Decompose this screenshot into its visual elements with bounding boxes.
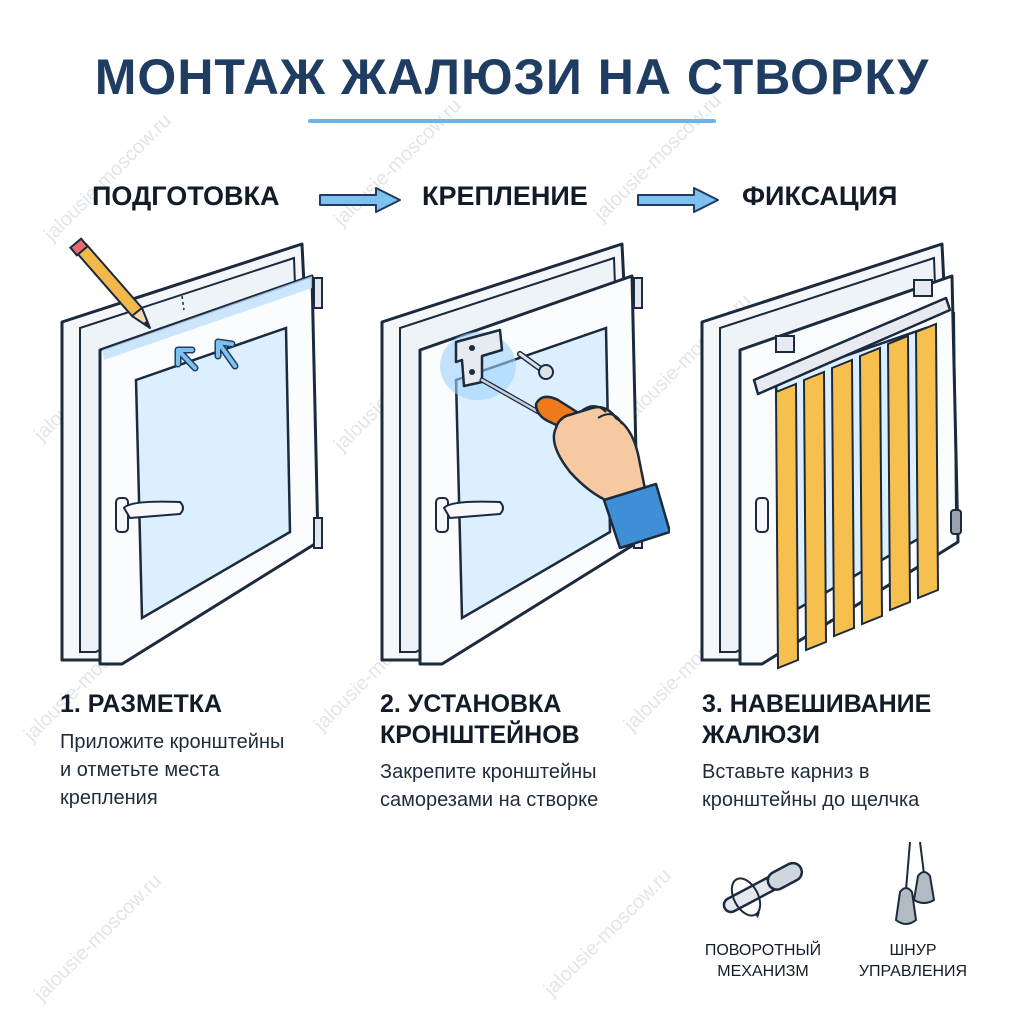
step2-text: Закрепите кронштейны саморезами на створ… <box>380 758 670 814</box>
step3-text-line: Вставьте карниз в <box>702 761 870 783</box>
window-handle-icon <box>115 497 184 533</box>
vertical-blind-slat-icon <box>774 322 940 670</box>
stage-arrow-icon <box>637 187 719 213</box>
step2-text-line: Закрепите кронштейны <box>380 761 597 783</box>
control-cord-icon <box>894 841 936 925</box>
step3-illustration <box>700 242 962 670</box>
title-underline <box>308 119 716 123</box>
pencil-icon <box>69 237 151 329</box>
step2-text-line: саморезами на створке <box>380 789 599 811</box>
control-cord-label: ШНУР УПРАВЛЕНИЯ <box>838 940 988 982</box>
window-glass <box>454 326 612 621</box>
sash-top-highlight <box>102 276 312 360</box>
cornice-icon <box>752 279 952 396</box>
window-handle-icon <box>435 497 504 533</box>
step3-title-line: ЖАЛЮЗИ <box>702 721 820 749</box>
step2-title-line: 2. УСТАНОВКА <box>380 690 562 718</box>
marking-arrow-icon <box>174 338 239 372</box>
step1-title-line: 1. РАЗМЕТКА <box>60 690 223 718</box>
step3-text-line: кронштейны до щелчка <box>702 789 920 811</box>
rotary-mechanism-label-line: ПОВОРОТНЫЙ <box>704 942 822 959</box>
step1-text-line: крепления <box>60 787 158 809</box>
stage-preparation: ПОДГОТОВКА <box>92 181 280 211</box>
step2-illustration <box>380 242 670 666</box>
stage-mounting: КРЕПЛЕНИЕ <box>422 181 588 211</box>
step1-text-line: и отметьте места <box>60 759 220 781</box>
step3-text: Вставьте карниз в кронштейны до щелчка <box>702 758 992 814</box>
watermark: jalousie-moscow.ru <box>40 109 176 246</box>
rotary-mechanism-icon <box>722 861 804 918</box>
stage-arrow-icon <box>319 187 401 213</box>
step2-title-line: КРОНШТЕЙНОВ <box>380 721 580 749</box>
rotary-mechanism-label: ПОВОРОТНЫЙ МЕХАНИЗМ <box>688 940 838 982</box>
step3-title: 3. НАВЕШИВАНИЕ ЖАЛЮЗИ <box>702 689 931 751</box>
screw-icon <box>517 351 554 380</box>
step1-text: Приложите кронштейны и отметьте места кр… <box>60 728 350 812</box>
control-cord-label-line: УПРАВЛЕНИЯ <box>858 963 968 980</box>
step1-illustration <box>60 237 323 666</box>
window-handle-icon <box>755 497 769 533</box>
step1-title: 1. РАЗМЕТКА <box>60 689 222 720</box>
watermark: jalousie-moscow.ru <box>540 864 676 1001</box>
control-cord-icon <box>950 311 962 535</box>
page-title: МОНТАЖ ЖАЛЮЗИ НА СТВОРКУ <box>94 49 930 105</box>
rotary-mechanism-label-line: МЕХАНИЗМ <box>717 963 809 980</box>
hand-icon <box>552 405 670 550</box>
step2-title: 2. УСТАНОВКА КРОНШТЕЙНОВ <box>380 689 580 751</box>
window-glass <box>134 326 292 621</box>
stage-fixing: ФИКСАЦИЯ <box>742 181 898 211</box>
step3-title-line: 3. НАВЕШИВАНИЕ <box>702 690 932 718</box>
step1-text-line: Приложите кронштейны <box>60 731 285 753</box>
watermark: jalousie-moscow.ru <box>30 869 166 1006</box>
control-cord-label-line: ШНУР <box>889 942 937 959</box>
